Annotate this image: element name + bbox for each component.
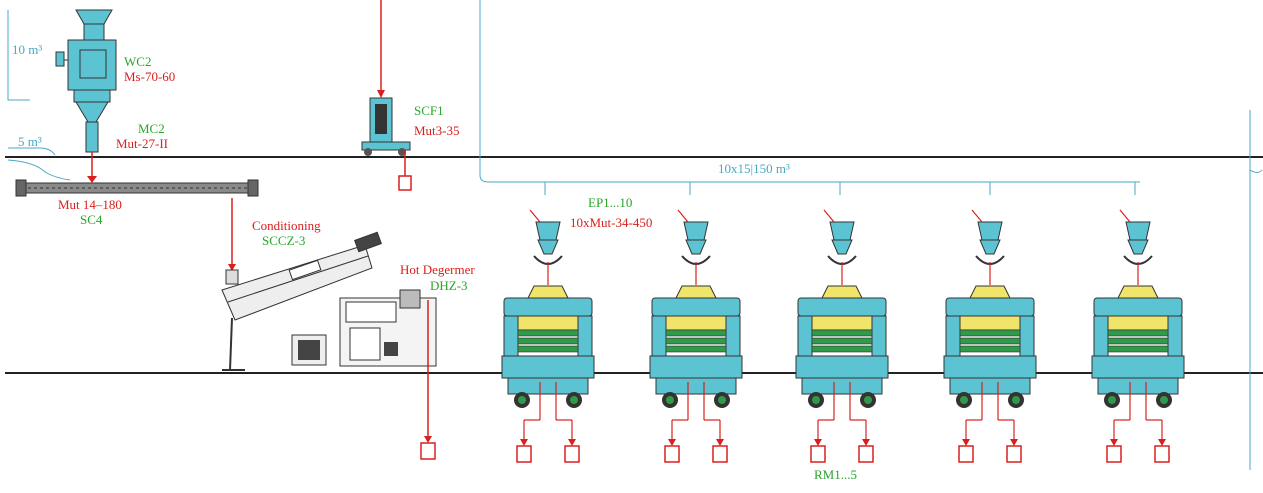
ep-code-label: EP1...10 [588,195,633,210]
wc2-code-label: WC2 [124,54,152,69]
cyan-pipe-network [7,0,1263,470]
scf1-model-label: Mut3-35 [414,123,460,138]
conditioning-title-label: Conditioning [252,218,321,233]
roller-mill-4 [943,209,1037,463]
vol-5-label: 5 m³ [18,134,42,149]
ep-model-label: 10xMut-34-450 [570,215,653,230]
scf1-unit [361,97,412,191]
sc4-code-label: SC4 [80,212,103,227]
roller-mill-group [501,209,1185,463]
wc2-model-label: Ms-70-60 [124,69,176,84]
mc2-code-label: MC2 [138,121,165,136]
pipe-spec-label: 10x15|150 m³ [718,161,790,176]
roller-mill-5 [1091,209,1185,463]
scf1-code-label: SCF1 [414,103,444,118]
vol-10-label: 10 m³ [12,42,43,57]
feed-arrow [377,90,385,98]
sc4-screw-conveyor [15,176,259,197]
sc4-model-label: Mut 14–180 [58,197,122,212]
degermer-code-label: DHZ-3 [430,278,468,293]
roller-mill-2 [649,209,743,463]
roller-mill-1 [501,209,595,463]
degermer-title-label: Hot Degermer [400,262,475,277]
conditioning-code-label: SCCZ-3 [262,233,306,248]
degermer-unit [339,289,437,460]
rm-code-label: RM1...5 [814,467,857,482]
mc2-model-label: Mut-27-II [116,136,168,151]
wc2-separator [55,9,117,180]
roller-mill-3 [795,209,889,463]
conditioning-unit [221,198,382,371]
